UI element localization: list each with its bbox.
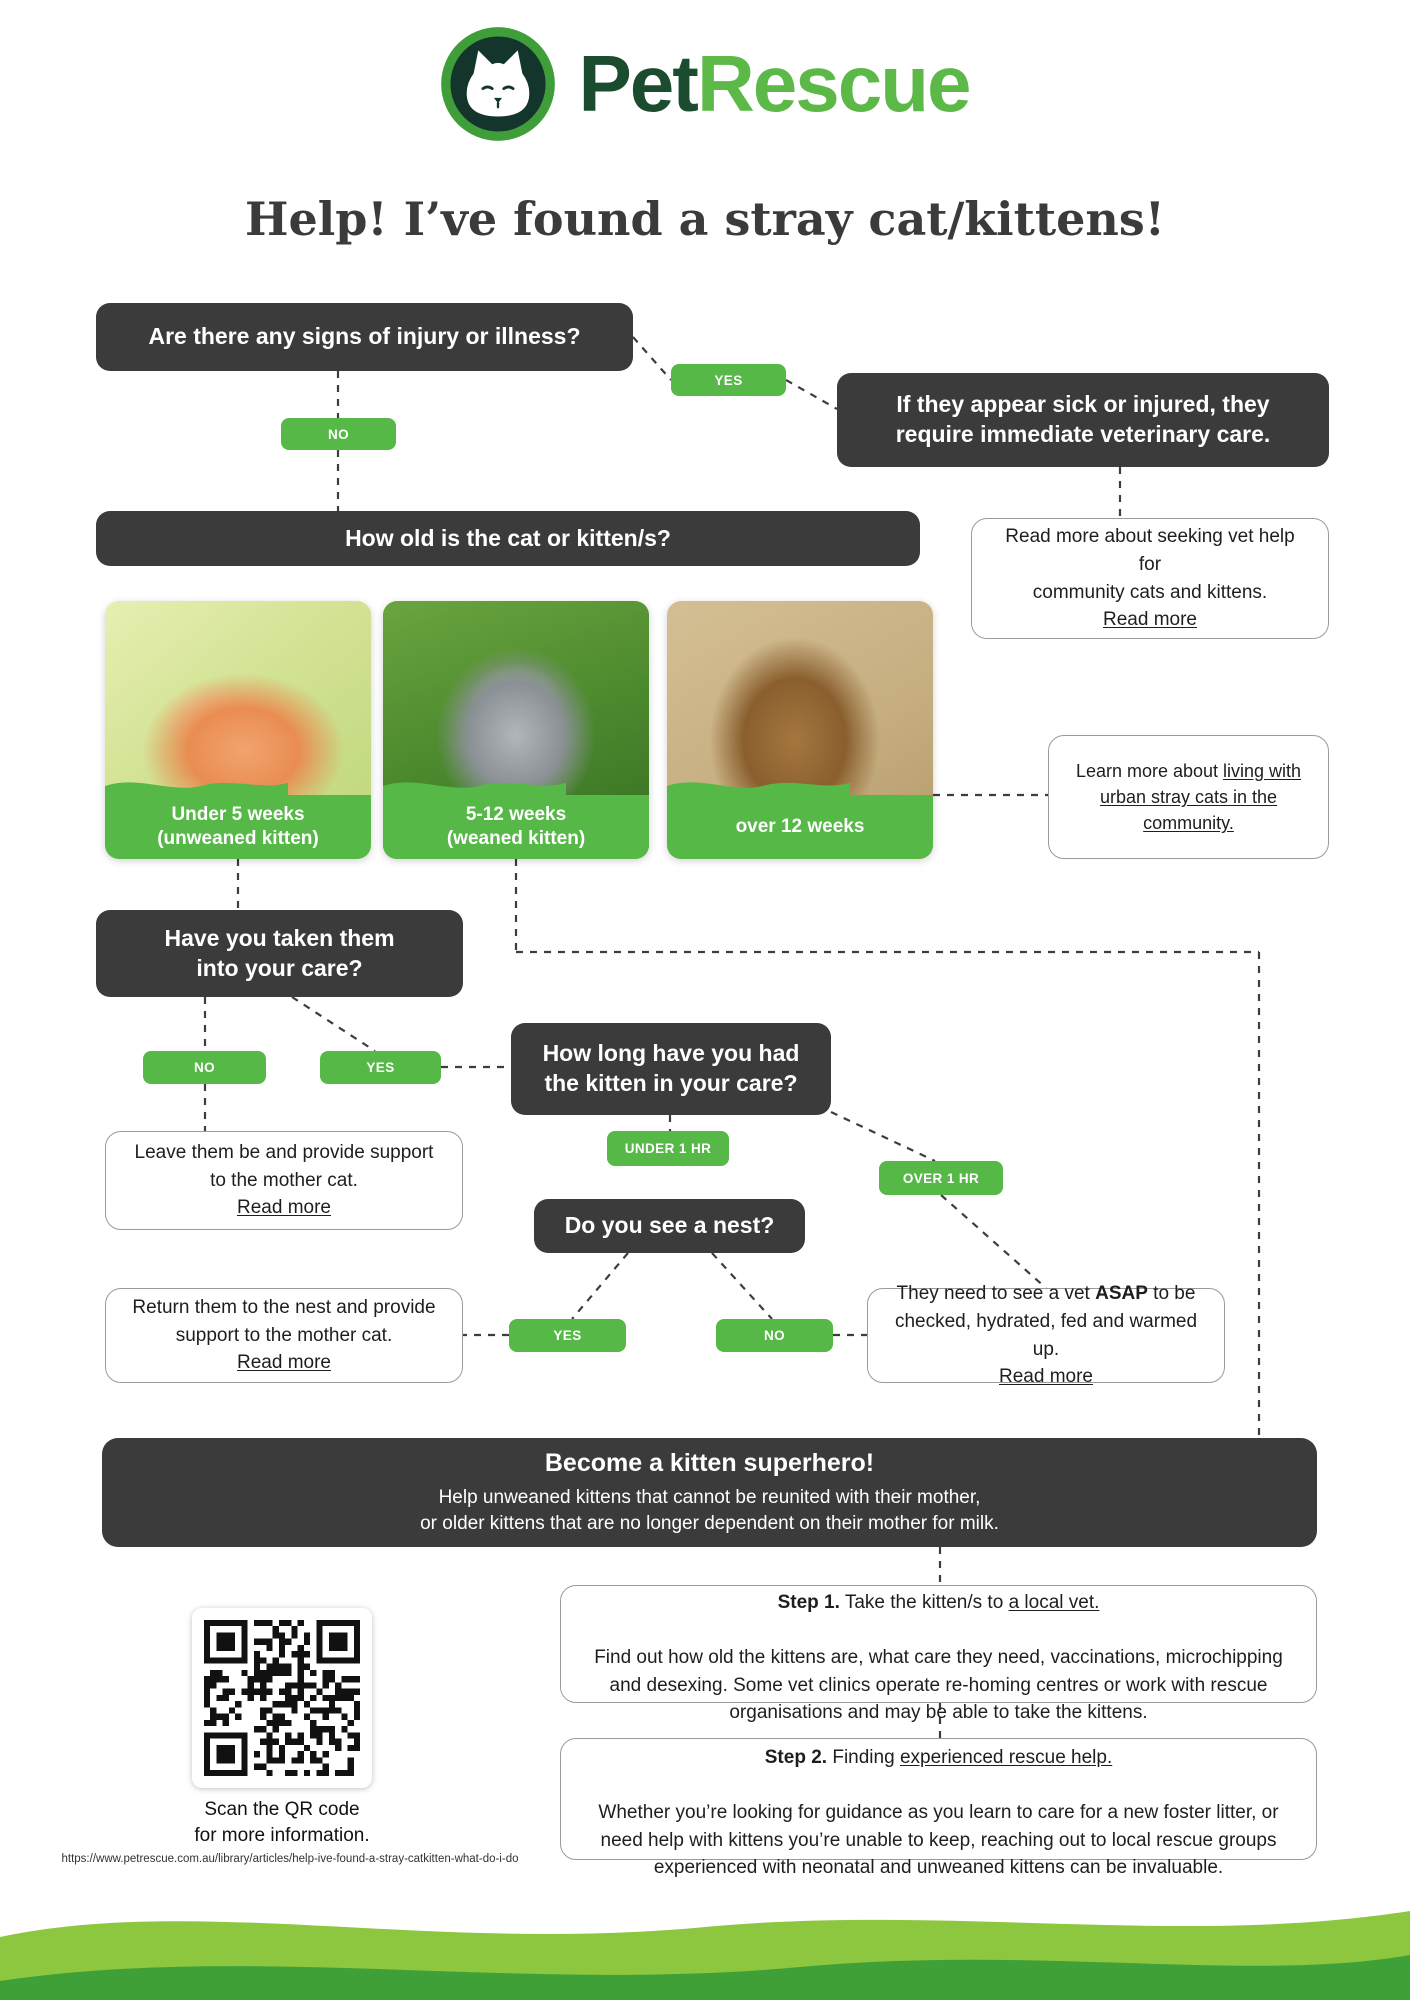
card-wave-shape bbox=[383, 782, 567, 797]
kitten-superhero-banner: Become a kitten superhero! Help unweaned… bbox=[102, 1438, 1317, 1547]
card-wave-shape bbox=[667, 782, 851, 797]
leave-them-text: Leave them be and provide support to the… bbox=[134, 1142, 434, 1191]
urban-stray-note: Learn more about living with urban stray… bbox=[1048, 735, 1329, 859]
return-nest-note: Return them to the nest and provide supp… bbox=[105, 1288, 463, 1383]
footer-wave bbox=[0, 1911, 1410, 2000]
urban-stray-link[interactable]: living with urban stray cats in the comm… bbox=[1099, 760, 1302, 834]
qr-code bbox=[192, 1608, 372, 1788]
card-wave-shape bbox=[105, 782, 289, 797]
yes-pill-nest: YES bbox=[509, 1319, 626, 1352]
return-read-more-link[interactable]: Read more bbox=[237, 1352, 331, 1374]
age-card-label: over 12 weeks bbox=[667, 795, 933, 859]
no-pill-care: NO bbox=[143, 1051, 266, 1084]
question-injury-box: Are there any signs of injury or illness… bbox=[96, 303, 633, 371]
superhero-body: Help unweaned kittens that cannot be reu… bbox=[420, 1486, 999, 1534]
petrescue-logo: PetRescue bbox=[0, 26, 1410, 142]
question-nest-box: Do you see a nest? bbox=[534, 1199, 805, 1253]
qr-caption: Scan the QR code for more information. bbox=[194, 1799, 370, 1846]
page-title: Help! I’ve found a stray cat/kittens! bbox=[245, 192, 1165, 246]
qr-pattern bbox=[204, 1620, 360, 1776]
vet-asap-text: They need to see a vet ASAP to be checke… bbox=[894, 1283, 1198, 1360]
step-1-box: Step 1. Take the kitten/s to a local vet… bbox=[560, 1585, 1317, 1723]
age-card-label: Under 5 weeks (unweaned kitten) bbox=[105, 795, 371, 859]
return-nest-text: Return them to the nest and provide supp… bbox=[132, 1297, 436, 1346]
vet-help-text: Read more about seeking vet help for com… bbox=[1005, 526, 1295, 603]
step-1-text: Step 1. Take the kitten/s to a local vet… bbox=[594, 1591, 1283, 1724]
question-care-box: Have you taken them into your care? bbox=[96, 910, 463, 997]
leave-read-more-link[interactable]: Read more bbox=[237, 1197, 331, 1219]
over-1hr-pill: OVER 1 HR bbox=[879, 1161, 1003, 1195]
no-pill-injury: NO bbox=[281, 418, 396, 450]
petrescue-cat-icon bbox=[441, 27, 556, 141]
yes-pill-care: YES bbox=[320, 1051, 441, 1084]
age-card-over-12-weeks: over 12 weeks bbox=[667, 601, 933, 859]
step-2-text: Step 2. Finding experienced rescue help.… bbox=[598, 1746, 1279, 1879]
logo-pet-text: Pet bbox=[578, 39, 698, 128]
question-age-box: How old is the cat or kitten/s? bbox=[96, 511, 920, 566]
vet-help-read-more-link[interactable]: Read more bbox=[1103, 609, 1197, 631]
age-card-under-5-weeks: Under 5 weeks (unweaned kitten) bbox=[105, 601, 371, 859]
qr-url-text: https://www.petrescue.com.au/library/art… bbox=[61, 1853, 519, 1865]
rescue-help-link[interactable]: experienced rescue help. bbox=[899, 1746, 1113, 1768]
no-pill-nest: NO bbox=[716, 1319, 833, 1352]
yes-pill-injury: YES bbox=[671, 364, 786, 396]
local-vet-link[interactable]: a local vet. bbox=[1008, 1591, 1100, 1613]
step-2-box: Step 2. Finding experienced rescue help.… bbox=[560, 1738, 1317, 1878]
sick-injured-box: If they appear sick or injured, they req… bbox=[837, 373, 1329, 467]
question-how-long-box: How long have you had the kitten in your… bbox=[511, 1023, 831, 1115]
age-card-5-12-weeks: 5-12 weeks (weaned kitten) bbox=[383, 601, 649, 859]
age-card-label: 5-12 weeks (weaned kitten) bbox=[383, 795, 649, 859]
leave-them-note: Leave them be and provide support to the… bbox=[105, 1131, 463, 1230]
vet-asap-read-more-link[interactable]: Read more bbox=[999, 1366, 1093, 1388]
petrescue-wordmark: PetRescue bbox=[578, 44, 971, 124]
logo-rescue-text: Rescue bbox=[696, 39, 972, 128]
superhero-title: Become a kitten superhero! bbox=[544, 1448, 875, 1477]
vet-help-note: Read more about seeking vet help for com… bbox=[971, 518, 1329, 639]
under-1hr-pill: UNDER 1 HR bbox=[607, 1131, 729, 1166]
urban-stray-text: Learn more about living with urban stray… bbox=[1075, 760, 1302, 834]
vet-asap-note: They need to see a vet ASAP to be checke… bbox=[867, 1283, 1225, 1387]
